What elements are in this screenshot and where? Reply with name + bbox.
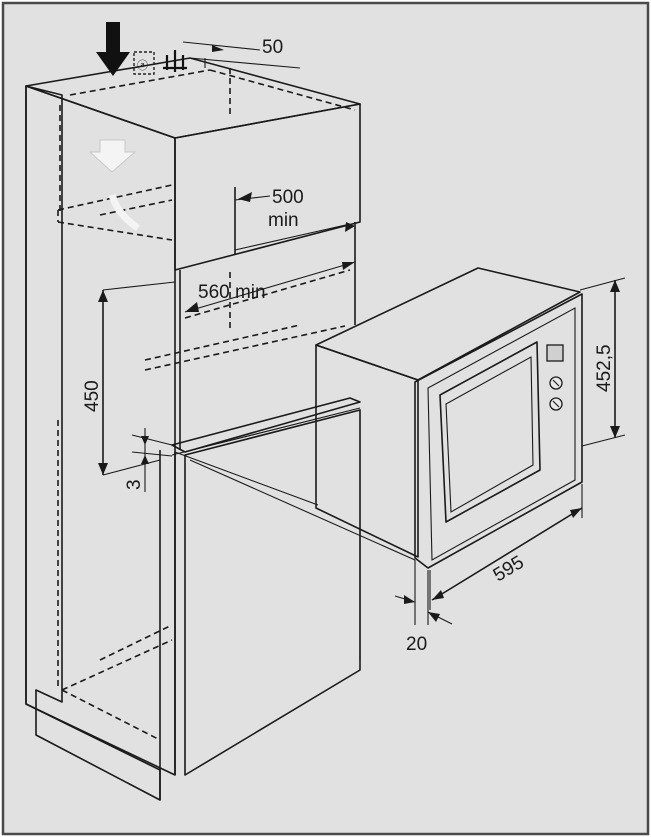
dimension-min-depth: 500 min xyxy=(234,187,355,255)
cabinet-lower-door xyxy=(184,409,361,776)
dimension-label-50: 50 xyxy=(262,37,283,58)
airflow-arrow-icon xyxy=(88,139,137,173)
dimension-label-560-min: 560 min xyxy=(198,282,266,303)
dimension-label-450: 450 xyxy=(82,380,103,412)
dimension-label-3: 3 xyxy=(124,479,145,490)
dimension-oven-height: 452,5 xyxy=(579,277,626,447)
oven-door-window xyxy=(439,341,541,523)
oven-top xyxy=(315,267,581,381)
dimension-label-20: 20 xyxy=(406,634,427,655)
airflow-curve-icon xyxy=(108,193,140,231)
svg-text:ⓐ: ⓐ xyxy=(137,59,148,72)
dimension-label-min: min xyxy=(268,210,299,231)
microwave-oven xyxy=(174,267,583,660)
dimension-min-width: 560 min xyxy=(184,261,356,313)
plug-icon xyxy=(163,50,187,72)
down-arrow-icon xyxy=(96,22,130,76)
dimension-shelf-gap: 3 xyxy=(124,428,173,492)
dimension-label-452-5: 452,5 xyxy=(594,344,615,392)
cabinet xyxy=(25,57,361,801)
oven-display xyxy=(546,344,564,362)
top-icons: ⓐ xyxy=(96,22,187,76)
dimension-depth-gap: 50 xyxy=(182,37,301,69)
oven-front-frame xyxy=(414,293,583,569)
cabinet-shelf xyxy=(171,397,361,453)
dimension-front-offset: 20 xyxy=(394,560,453,655)
dimension-niche-height: 450 xyxy=(82,281,176,476)
dimension-label-500: 500 xyxy=(272,187,304,208)
ventilation-icon xyxy=(133,51,155,75)
